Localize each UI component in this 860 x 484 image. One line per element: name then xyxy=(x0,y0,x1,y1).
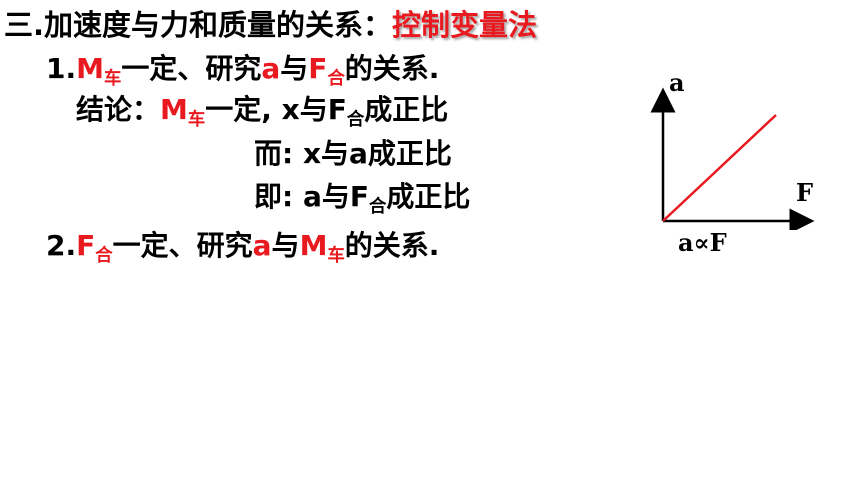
item-2-mass-symbol: M xyxy=(299,229,328,262)
item-1-text-2: 与 xyxy=(280,52,309,85)
section-title: 三.加速度与力和质量的关系：控制变量法 xyxy=(4,2,537,44)
item-2-text-2: 与 xyxy=(271,229,300,262)
item-2-text-1: 一定、研究 xyxy=(112,229,253,262)
ji-line: 即: a与F合成正比 xyxy=(254,175,471,218)
item-1-text-3: 的关系. xyxy=(344,52,440,85)
item-1-mass-subscript: 车 xyxy=(104,69,122,90)
ji-text-2: 成正比 xyxy=(386,180,471,213)
item-2: 2.F合一定、研究a与M车的关系. xyxy=(46,224,440,265)
conclusion-mass-subscript: 车 xyxy=(187,110,206,131)
conclusion-label: 结论： xyxy=(76,93,161,126)
item-2-force: F合 xyxy=(76,229,113,265)
ji-text-1: 即: a与F xyxy=(254,180,369,213)
item-2-number: 2. xyxy=(46,229,77,262)
item-2-mass-subscript: 车 xyxy=(327,246,345,267)
conclusion-text-1: 一定, x与F xyxy=(205,93,347,126)
a-f-graph xyxy=(650,87,815,230)
item-2-force-symbol: F xyxy=(76,229,96,262)
conclusion-mass: M车 xyxy=(160,93,205,129)
conclusion-force-subscript: 合 xyxy=(346,110,365,131)
item-2-mass: M车 xyxy=(299,229,345,265)
item-1: 1.M车一定、研究a与F合的关系. xyxy=(46,47,440,88)
item-1-force-symbol: F xyxy=(308,52,328,85)
title-method: 控制变量法 xyxy=(392,8,538,42)
item-1-number: 1. xyxy=(46,52,77,85)
er-line: 而: x与a成正比 xyxy=(254,132,452,172)
ji-force-subscript: 合 xyxy=(368,197,387,218)
item-2-force-subscript: 合 xyxy=(95,246,113,267)
conclusion-text-2: 成正比 xyxy=(364,93,449,126)
proportional-line xyxy=(662,114,777,222)
relation-label: a∝F xyxy=(678,228,727,257)
item-1-mass: M车 xyxy=(76,52,121,88)
conclusion-line: 结论：M车一定, x与F合成正比 xyxy=(76,88,449,131)
item-1-force: F合 xyxy=(308,52,345,88)
item-2-text-3: 的关系. xyxy=(344,229,440,262)
item-1-mass-symbol: M xyxy=(76,52,104,85)
item-1-accel: a xyxy=(261,52,281,85)
conclusion-mass-symbol: M xyxy=(160,93,188,126)
er-text: 而: x与a成正比 xyxy=(254,137,452,170)
item-1-text-1: 一定、研究 xyxy=(121,52,262,85)
item-1-force-subscript: 合 xyxy=(327,69,345,90)
x-axis-label: F xyxy=(796,178,814,207)
title-prefix: 三.加速度与力和质量的关系： xyxy=(4,8,393,42)
y-axis-label: a xyxy=(669,68,685,97)
item-2-accel: a xyxy=(252,229,272,262)
